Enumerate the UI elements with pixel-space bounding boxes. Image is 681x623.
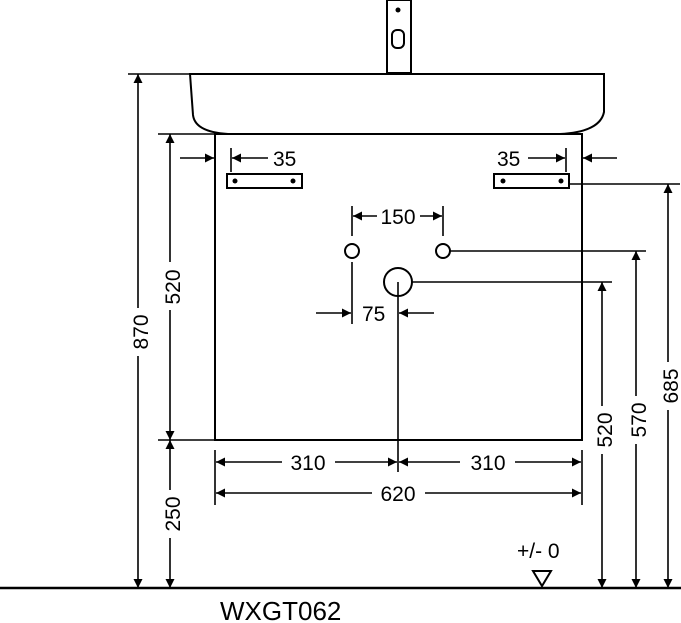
dim-label-570: 570: [628, 402, 651, 437]
dim-label-310-right: 310: [470, 452, 505, 475]
dim-label-620: 620: [380, 483, 415, 506]
dim-floor-gap: 250: [158, 440, 185, 588]
washbasin: [188, 73, 605, 135]
dim-cabinet-height: 520: [158, 133, 215, 441]
water-pipe-right: [435, 243, 451, 259]
floor-level-marker: +/- 0: [517, 540, 560, 588]
faucet: [386, 0, 412, 74]
dim-drain-offset: 75: [316, 262, 434, 326]
dim-pipe-spacing: 150: [351, 206, 444, 236]
dim-pipe-height: 570: [450, 250, 651, 588]
dim-label-685: 685: [660, 368, 681, 403]
dim-half-widths: 310 310: [214, 450, 583, 505]
dim-label-520-drain: 520: [594, 412, 617, 447]
dim-label-870: 870: [130, 314, 153, 349]
dim-label-520-cabinet: 520: [162, 269, 185, 304]
dim-total-height: 870: [126, 73, 190, 588]
dim-label-150: 150: [380, 206, 415, 229]
bracket-right: [493, 173, 570, 189]
water-pipe-left: [344, 243, 360, 259]
model-label: WXGT062: [220, 596, 341, 623]
dim-total-width: 620: [216, 483, 581, 506]
dim-label-310-left: 310: [290, 452, 325, 475]
dim-bracket-height: 685: [569, 183, 681, 588]
dim-bracket-left: 35: [180, 148, 296, 172]
dim-label-35-left: 35: [273, 148, 296, 171]
dim-label-250: 250: [162, 496, 185, 531]
dim-bracket-right: 35: [497, 148, 617, 172]
floor-level-label: +/- 0: [517, 540, 560, 563]
dim-label-35-right: 35: [497, 148, 520, 171]
dim-label-75: 75: [362, 303, 385, 326]
dim-drain-height: 520: [412, 281, 617, 588]
bracket-left: [226, 173, 303, 189]
